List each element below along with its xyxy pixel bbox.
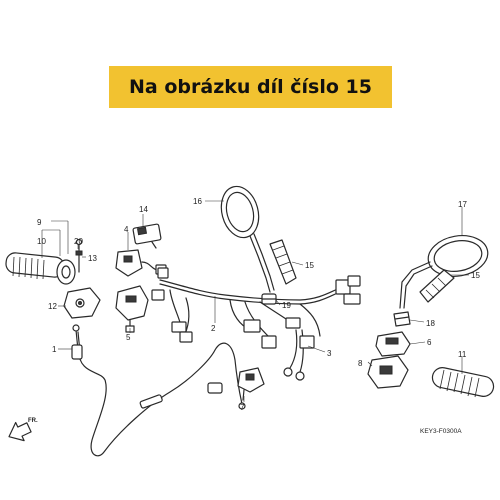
left-grip [5,252,76,285]
nut-18 [393,311,411,327]
callout-17: 17 [458,200,467,209]
diagram-code: KEY3-F0300A [420,428,462,435]
screw-20 [75,238,83,251]
callout-15-left: 15 [305,261,314,270]
throttle-housing [63,287,101,319]
callout-14: 14 [139,205,148,214]
callout-8: 8 [358,359,363,368]
screw-13 [75,250,83,273]
callout-13: 13 [88,254,97,263]
callout-18: 18 [426,319,435,328]
callout-4: 4 [124,225,129,234]
callout-2: 2 [211,324,216,333]
callout-6: 6 [427,338,432,347]
callout-16: 16 [193,197,202,206]
front-direction-arrow: FR. [8,418,38,442]
callout-10: 10 [37,237,46,246]
callout-15-right: 15 [471,271,480,280]
callout-3: 3 [327,349,332,358]
mirror-boot-right [419,269,455,303]
left-mirror [220,185,275,293]
callout-1: 1 [52,345,57,354]
banner-text: Na obrázku díl číslo 15 [129,76,372,98]
direction-label: FR. [28,418,38,424]
callout-11: 11 [458,350,467,359]
callout-5: 5 [126,333,131,342]
brake-switch [237,367,265,401]
callout-7: 7 [240,403,245,412]
right-switch-housing [367,355,409,389]
relay-14 [132,223,162,249]
right-switch [375,331,411,357]
main-wire-harness [151,267,361,381]
left-switch-housing [115,285,149,333]
callout-9: 9 [37,218,42,227]
part-number-banner: Na obrázku díl číslo 15 [109,66,392,108]
leader-lines [41,200,469,402]
callout-12: 12 [48,302,57,311]
callout-20: 20 [74,237,83,246]
throttle-cable [71,324,246,457]
callout-19: 19 [282,301,291,310]
mirror-boot-left [269,239,297,285]
callout-labels: 9 10 20 13 12 1 5 4 14 16 2 19 15 3 17 1… [37,197,480,412]
right-mirror [399,235,489,309]
right-grip [431,367,495,398]
nut-19 [261,293,277,305]
